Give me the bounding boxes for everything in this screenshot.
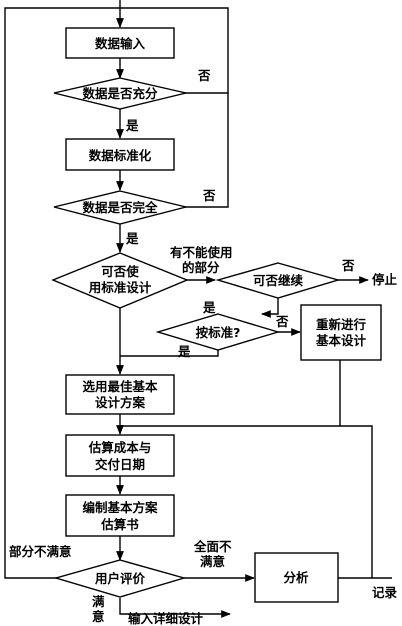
box-estimate-line1: 估算成本与 — [88, 440, 152, 455]
label-record: 记录 — [372, 585, 398, 600]
line-by-standard-yes — [120, 350, 219, 357]
decision-user-evaluation-label: 用户评价 — [94, 571, 146, 586]
decision-data-complete: 数据是否完全 — [53, 190, 187, 225]
box-redesign-line2: 基本设计 — [315, 333, 367, 348]
decision-data-sufficient: 数据是否充分 — [53, 77, 187, 110]
box-prepare-line1: 编制基本方案 — [82, 500, 158, 515]
decision-by-standard-label: 按标准? — [196, 325, 241, 340]
decision-use-standard-line1: 可否使 — [101, 264, 139, 279]
decision-use-standard: 可否使 用标准设计 — [51, 252, 189, 309]
box-analysis: 分析 — [254, 552, 339, 603]
label-satisfied-line2: 意 — [92, 609, 105, 624]
box-select-best-line1: 选用最佳基本 — [82, 379, 158, 394]
box-select-best: 选用最佳基本 设计方案 — [65, 374, 175, 415]
box-select-best-line2: 设计方案 — [95, 395, 146, 410]
edge-labels: 否 是 否 是 有不能使用 的部分 否 停止 是 否 是 部分不满意 全面不 满… — [9, 68, 398, 626]
decision-data-sufficient-label: 数据是否充分 — [81, 86, 158, 101]
box-prepare-line2: 估算书 — [100, 517, 139, 532]
label-no-by-standard: 否 — [275, 314, 289, 329]
arrow-evaluation-to-detailed — [119, 598, 231, 618]
decision-data-complete-label: 数据是否完全 — [81, 200, 158, 215]
box-estimate-line2: 交付日期 — [95, 457, 145, 472]
label-yes-sufficient: 是 — [125, 118, 139, 133]
label-yes-continue: 是 — [202, 300, 216, 315]
connectors — [4, 0, 392, 618]
label-no-continue: 否 — [341, 258, 355, 273]
box-data-standardize-label: 数据标准化 — [88, 148, 152, 163]
label-fully-unsatisfied-line1: 全面不 — [193, 539, 232, 554]
decision-can-continue: 可否继续 — [215, 262, 341, 299]
label-yes-by-standard: 是 — [177, 344, 191, 359]
loop-not-sufficient — [120, 7, 229, 94]
label-stop: 停止 — [372, 272, 398, 287]
box-estimate: 估算成本与 交付日期 — [65, 434, 175, 477]
box-data-input-label: 数据输入 — [94, 36, 146, 51]
box-prepare: 编制基本方案 估算书 — [65, 494, 175, 537]
loop-partly-unsatisfied — [4, 7, 120, 579]
decision-by-standard: 按标准? — [155, 313, 281, 351]
decision-use-standard-line2: 用标准设计 — [88, 280, 152, 295]
line-analysis-feedback — [340, 425, 373, 578]
label-no-sufficient: 否 — [197, 68, 211, 83]
decision-user-evaluation: 用户评价 — [53, 559, 187, 598]
label-partial-unusable-line1: 有不能使用 — [170, 245, 233, 260]
loop-not-complete — [185, 93, 229, 208]
box-redesign-line1: 重新进行 — [316, 317, 367, 332]
label-satisfied-line1: 满 — [92, 594, 105, 609]
decision-can-continue-label: 可否继续 — [253, 273, 304, 288]
label-partly-unsatisfied: 部分不满意 — [9, 544, 72, 559]
box-data-standardize: 数据标准化 — [65, 138, 175, 171]
box-redesign: 重新进行 基本设计 — [300, 304, 382, 361]
label-yes-complete: 是 — [125, 231, 139, 246]
label-fully-unsatisfied-line2: 满意 — [200, 554, 225, 569]
label-no-complete: 否 — [202, 188, 216, 203]
box-data-input: 数据输入 — [65, 27, 175, 59]
box-analysis-label: 分析 — [283, 570, 309, 585]
label-input-detailed-design: 输入详细设计 — [128, 611, 204, 626]
label-partial-unusable-line2: 的部分 — [182, 260, 220, 275]
arrow-continue-to-by-standard — [261, 298, 279, 318]
